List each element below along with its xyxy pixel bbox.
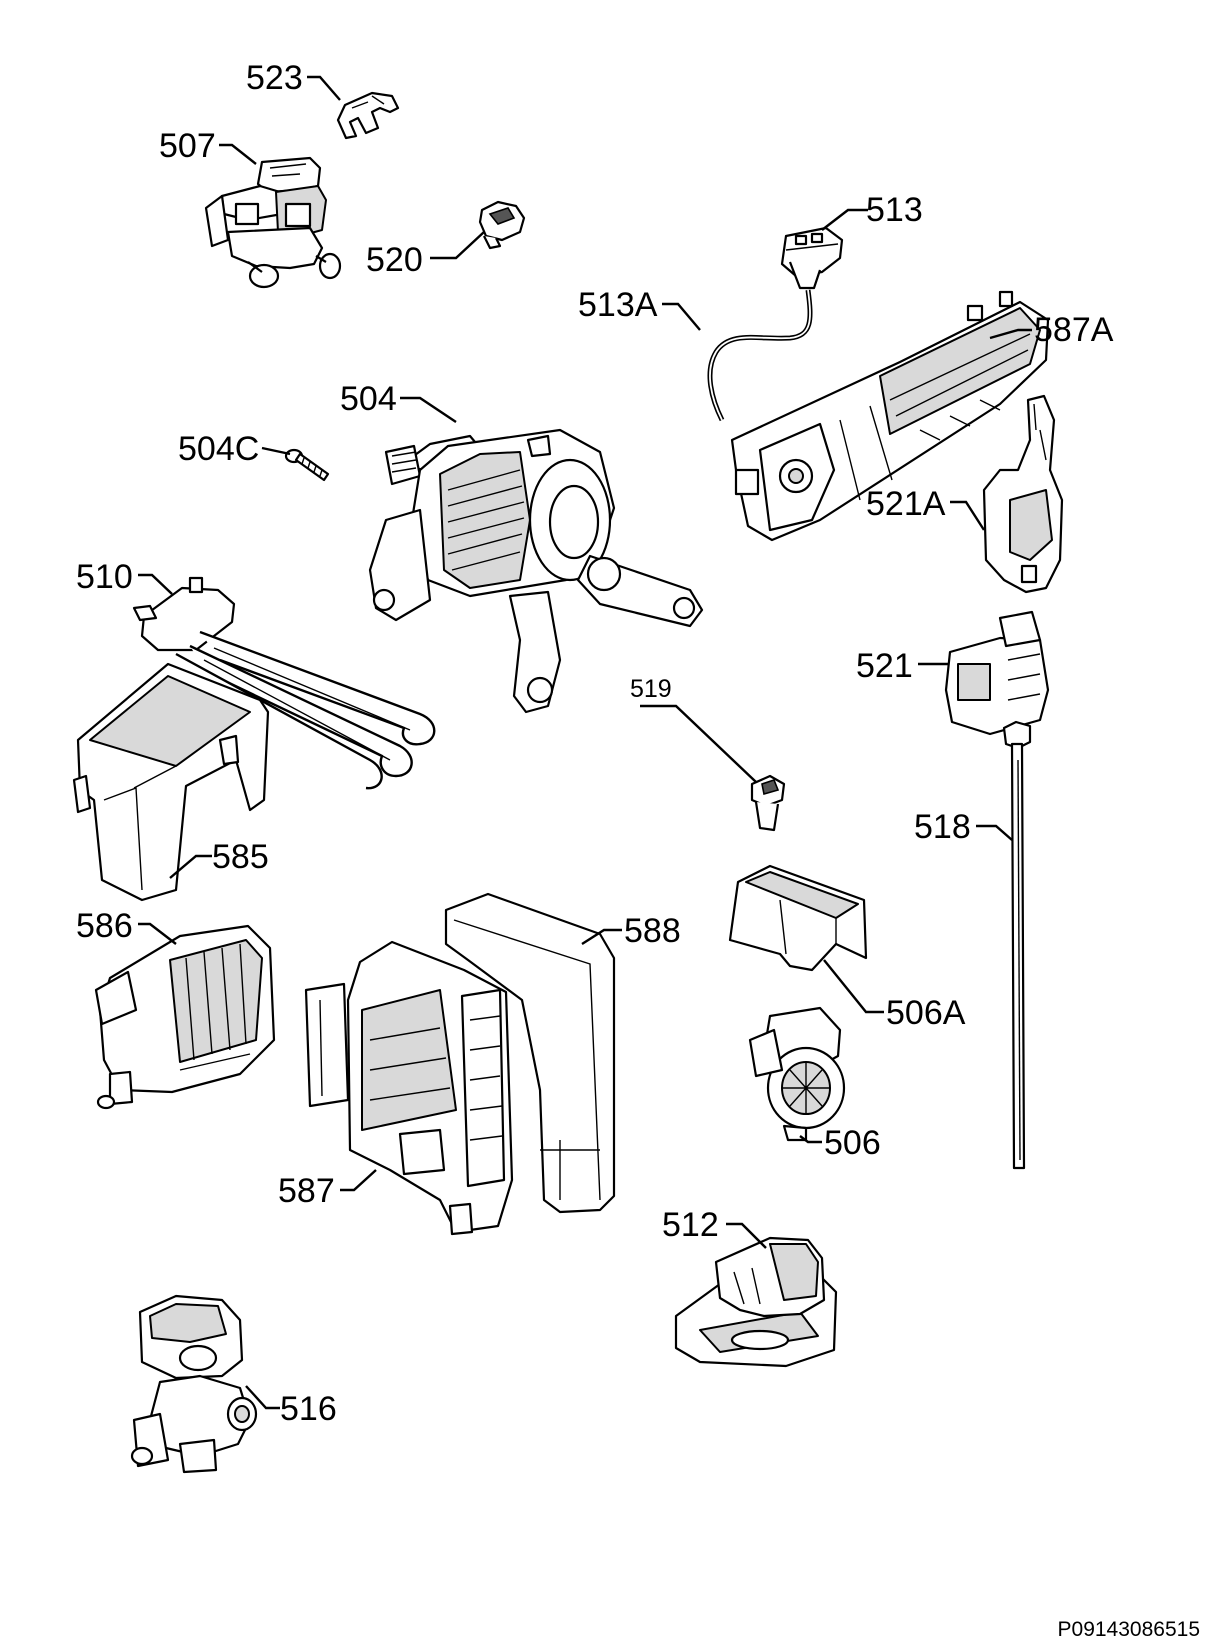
leader-588 xyxy=(581,928,622,946)
part-523-clip xyxy=(336,91,400,140)
leader-506a xyxy=(823,959,884,1014)
callout-516: 516 xyxy=(280,1390,337,1428)
callout-labels: 523 507 520 513 513A 587A 504 504C 521A … xyxy=(76,59,1114,1428)
callout-521a: 521A xyxy=(866,485,946,523)
part-587a-control-board xyxy=(730,290,1050,542)
callout-512: 512 xyxy=(662,1206,719,1244)
callout-585: 585 xyxy=(212,838,269,876)
callout-513: 513 xyxy=(866,191,923,229)
leader-523 xyxy=(307,75,341,101)
leader-519 xyxy=(640,704,757,783)
callout-507: 507 xyxy=(159,127,216,165)
part-504-motor xyxy=(368,428,704,714)
part-521a-door-bracket xyxy=(982,394,1064,594)
part-510-heating-element xyxy=(132,576,436,790)
leader-506 xyxy=(799,1135,822,1144)
callout-510: 510 xyxy=(76,558,133,596)
callout-504: 504 xyxy=(340,380,397,418)
leader-512 xyxy=(726,1222,767,1249)
leader-507 xyxy=(219,143,257,165)
leader-513 xyxy=(821,208,868,231)
callout-523: 523 xyxy=(246,59,303,97)
part-518-rod xyxy=(1002,720,1032,1170)
leader-513a xyxy=(662,302,701,331)
leader-585 xyxy=(169,854,212,879)
part-513-pressure-switch xyxy=(780,226,844,290)
part-506-drain-pump xyxy=(748,1006,846,1142)
leader-587a xyxy=(989,328,1032,340)
part-520-sensor xyxy=(478,200,526,250)
leader-587 xyxy=(340,1169,377,1192)
callout-588: 588 xyxy=(624,912,681,950)
callout-519: 519 xyxy=(630,675,672,703)
callout-leaders xyxy=(138,75,1032,1410)
callout-504c: 504C xyxy=(178,430,259,468)
part-506a-pump-cover xyxy=(728,864,868,972)
callout-513a: 513A xyxy=(578,286,658,324)
part-521-door-lock xyxy=(944,610,1050,736)
callout-521: 521 xyxy=(856,647,913,685)
callout-587: 587 xyxy=(278,1172,335,1210)
leader-516 xyxy=(245,1385,280,1410)
part-586-interference-filter xyxy=(94,924,276,1110)
callout-506a: 506A xyxy=(886,994,966,1032)
part-504c-screw xyxy=(284,448,330,482)
callout-506: 506 xyxy=(824,1124,881,1162)
part-587-main-board xyxy=(304,940,514,1236)
part-588-board-housing xyxy=(444,892,616,1214)
part-513a-hose xyxy=(707,289,813,422)
part-512-door-latch xyxy=(674,1236,838,1368)
part-516-circulation-pump xyxy=(130,1294,258,1474)
callout-586: 586 xyxy=(76,907,133,945)
leader-586 xyxy=(138,922,177,945)
part-507-inlet-valve xyxy=(204,156,342,289)
leader-504 xyxy=(400,396,457,423)
document-id: P09143086515 xyxy=(1058,1618,1200,1641)
leader-521a xyxy=(950,500,986,531)
callout-520: 520 xyxy=(366,241,423,279)
callout-587a: 587A xyxy=(1034,311,1114,349)
callout-518: 518 xyxy=(914,808,971,846)
part-519-ntc-sensor xyxy=(750,774,786,832)
leader-510 xyxy=(138,573,173,595)
part-585-cover xyxy=(72,662,270,902)
leader-518 xyxy=(976,824,1013,841)
leader-520 xyxy=(430,231,485,260)
leader-504c xyxy=(261,446,291,456)
